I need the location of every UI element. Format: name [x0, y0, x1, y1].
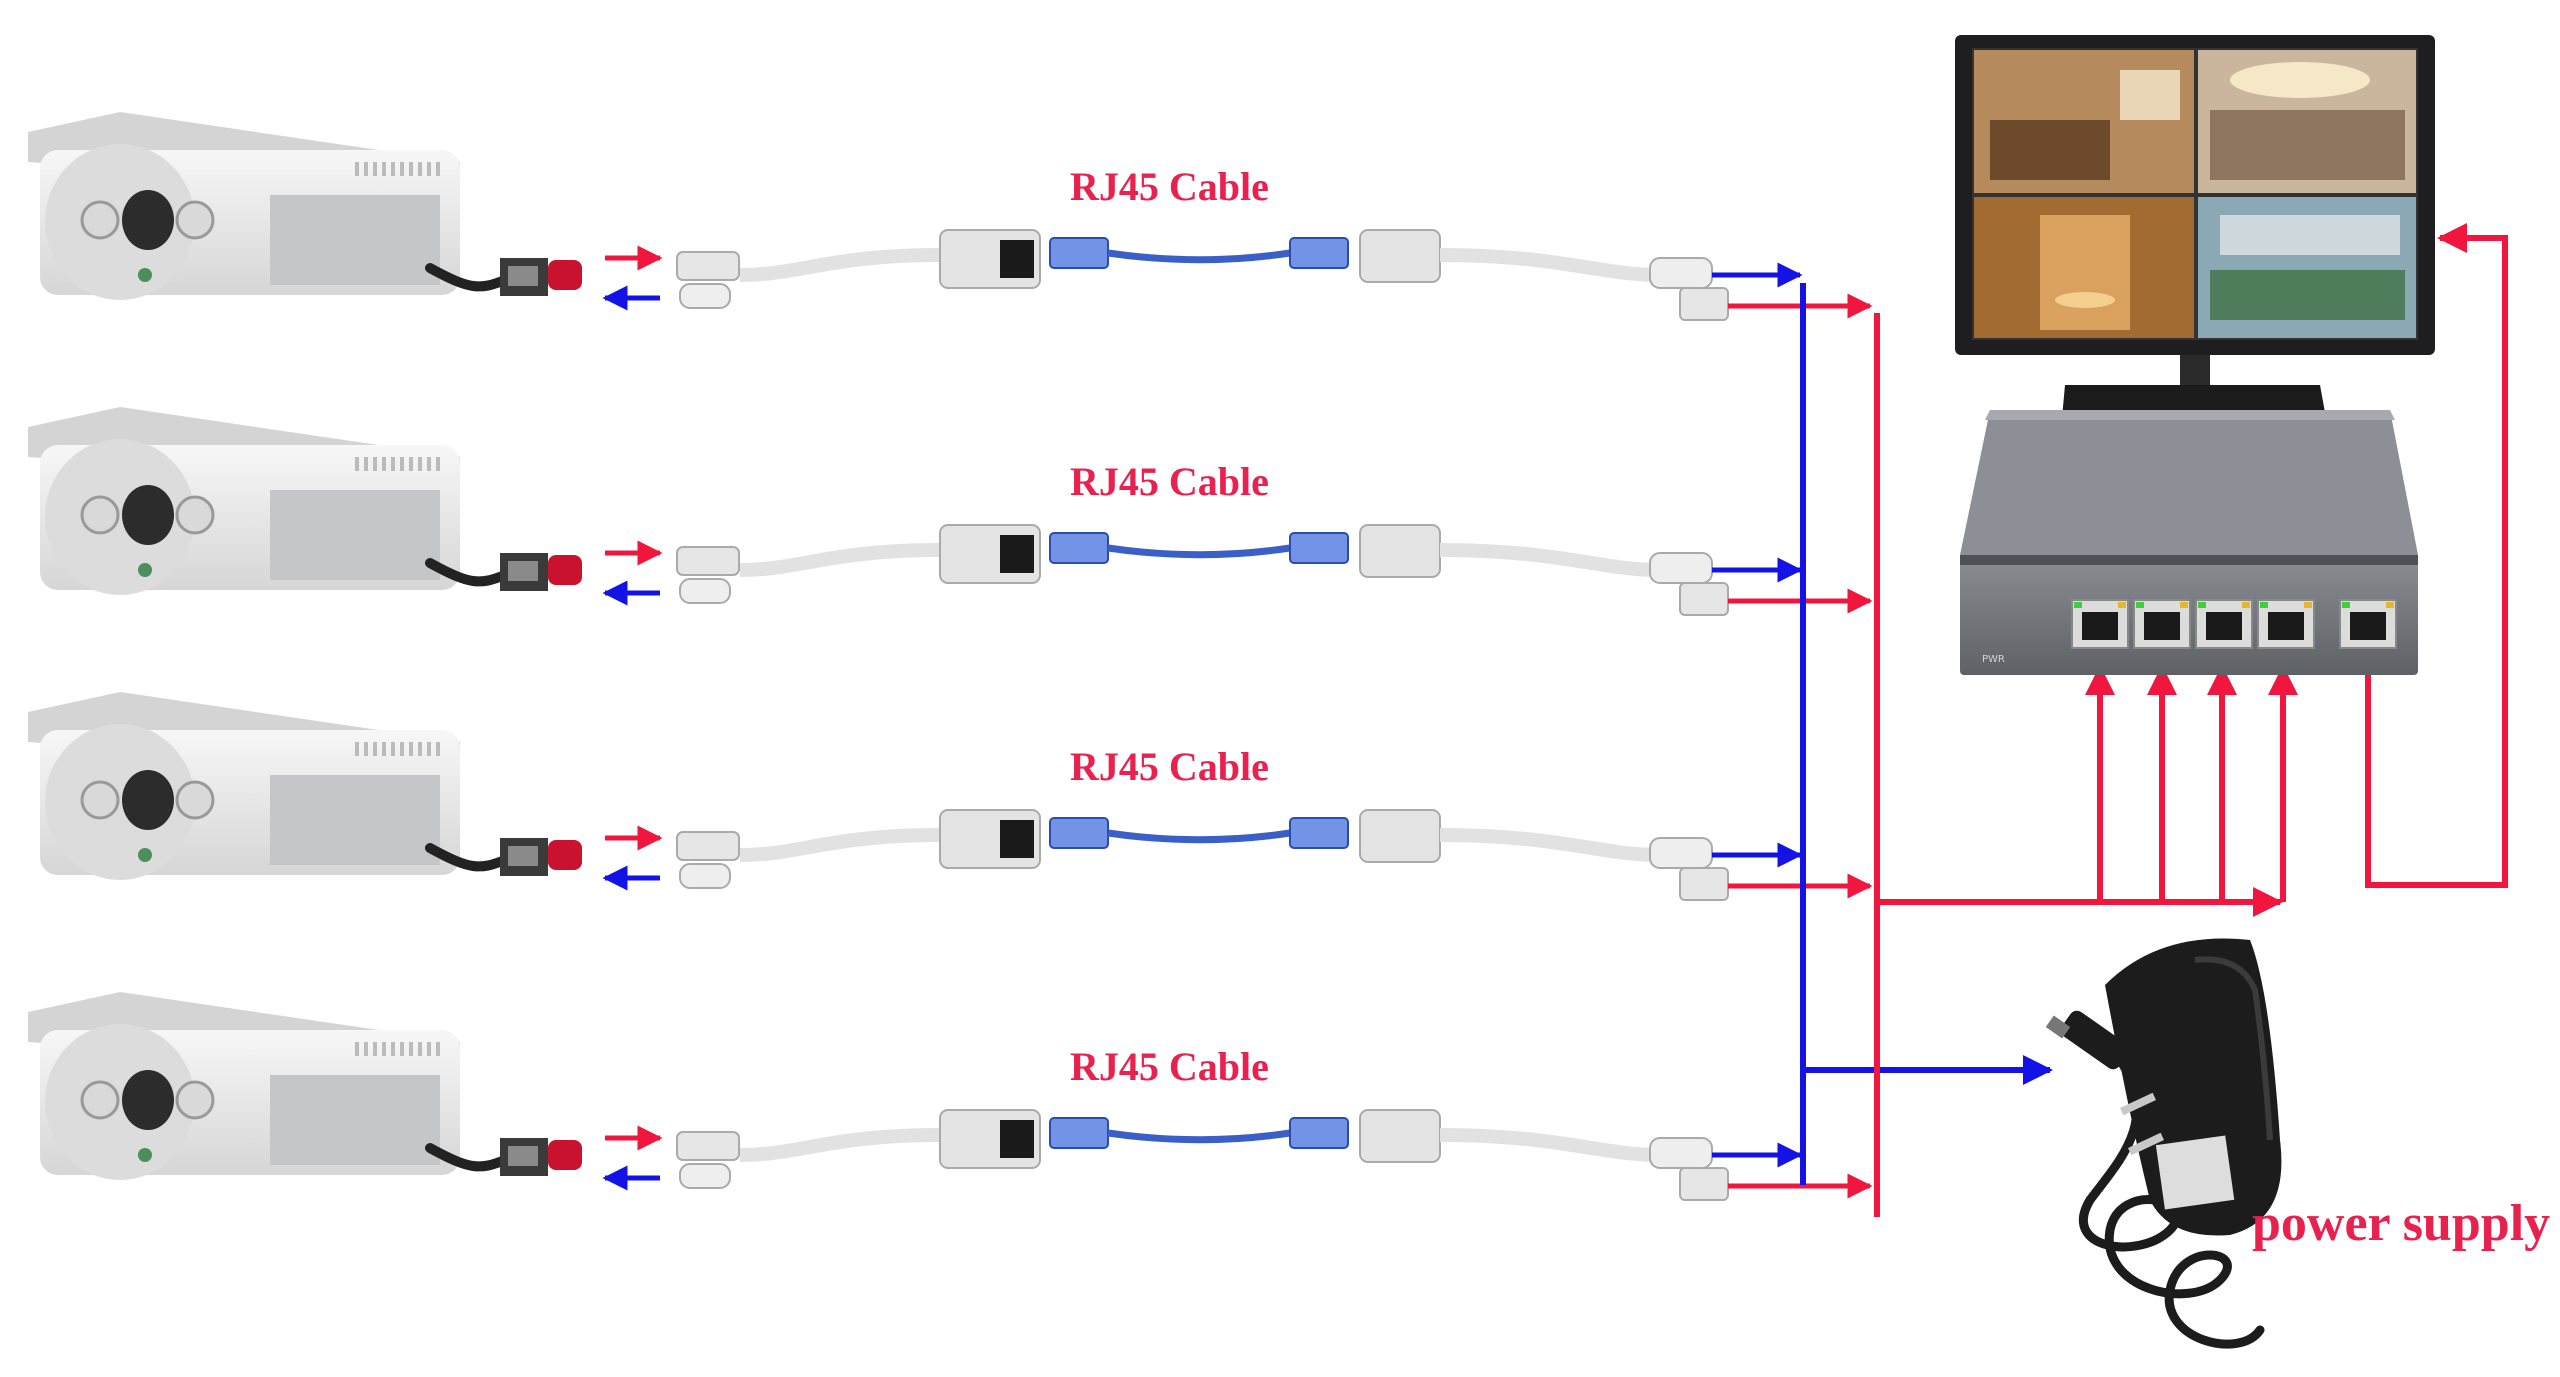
rj45-plug-left [1049, 237, 1109, 269]
poe-splitter-switch-side [1359, 1109, 1729, 1201]
camera-row-1: RJ45 Cable [28, 112, 1873, 321]
power-adapter-icon [2045, 938, 2282, 1349]
power-supply-label: power supply [2252, 1195, 2550, 1252]
poe-splitter-switch-side [1359, 229, 1729, 321]
cable-label: RJ45 Cable [1070, 1044, 1269, 1089]
cable-label: RJ45 Cable [1070, 164, 1269, 209]
poe-splitter-switch-side [1359, 524, 1729, 616]
camera-row-3: RJ45 Cable [28, 692, 1873, 901]
svg-text:PWR: PWR [1982, 654, 2005, 665]
cable-label: RJ45 Cable [1070, 744, 1269, 789]
camera-dc-jack [548, 840, 582, 870]
uplink-line [2365, 223, 2508, 888]
poe-splitter-camera-side [676, 524, 1041, 604]
rj45-cable: RJ45 Cable [1049, 164, 1349, 269]
camera-dc-jack [548, 555, 582, 585]
switch-port-2 [2133, 599, 2191, 649]
switch-uplink-port [2339, 599, 2397, 649]
rj45-cable: RJ45 Cable [1049, 459, 1349, 564]
camera-dc-jack [548, 260, 582, 290]
rj45-plug-left [1049, 532, 1109, 564]
camera-dc-jack [548, 1140, 582, 1170]
bullet-camera-icon [28, 112, 582, 300]
camera-row-2: RJ45 Cable [28, 407, 1873, 616]
bullet-camera-icon [28, 992, 582, 1180]
rj45-plug-left [1049, 817, 1109, 849]
rj45-plug-right [1289, 1117, 1349, 1149]
camera-row-4: RJ45 Cable [28, 992, 1873, 1201]
switch-port-1 [2071, 599, 2129, 649]
poe-splitter-camera-side [676, 809, 1041, 889]
bullet-camera-icon [28, 407, 582, 595]
poe-splitter-camera-side [676, 1109, 1041, 1189]
switch-port-4 [2257, 599, 2315, 649]
monitor-icon [1955, 35, 2435, 440]
cable-label: RJ45 Cable [1070, 459, 1269, 504]
switch-port-3 [2195, 599, 2253, 649]
rj45-cable: RJ45 Cable [1049, 1044, 1349, 1149]
rj45-plug-right [1289, 532, 1349, 564]
rj45-plug-right [1289, 237, 1349, 269]
rj45-plug-left [1049, 1117, 1109, 1149]
poe-switch-icon: PWR [1960, 410, 2418, 675]
poe-splitter-camera-side [676, 229, 1041, 309]
rj45-plug-right [1289, 817, 1349, 849]
rj45-cable: RJ45 Cable [1049, 744, 1349, 849]
bullet-camera-icon [28, 692, 582, 880]
wiring [1800, 223, 2508, 1217]
poe-splitter-switch-side [1359, 809, 1729, 901]
